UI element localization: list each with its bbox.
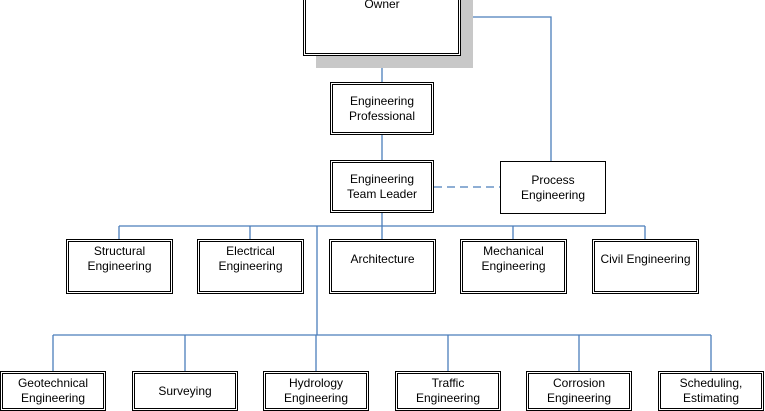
specialty-label: Surveying	[158, 384, 212, 398]
specialty-label: Corrosion Engineering	[546, 376, 612, 405]
engineering-team-leader-label: Engineering Team Leader	[346, 171, 418, 201]
process-engineering-box: Process Engineering	[500, 161, 606, 214]
specialty-label: Hydrology Engineering	[283, 376, 349, 405]
connector-lines	[52, 16, 712, 372]
specialty-scheduling-box: Scheduling, Estimating	[658, 371, 764, 411]
owner-label: Owner	[364, 0, 400, 11]
engineering-professional-box: Engineering Professional	[330, 82, 434, 135]
specialty-surveying-box: Surveying	[132, 371, 238, 411]
department-electrical-box: Electrical Engineering	[197, 239, 304, 294]
owner-box: Owner	[303, 0, 461, 56]
department-label: Structural Engineering	[87, 244, 152, 273]
specialty-label: Traffic Engineering	[415, 376, 481, 405]
connector-owner-process	[461, 16, 552, 162]
specialty-traffic-box: Traffic Engineering	[395, 371, 501, 411]
specialty-label: Scheduling, Estimating	[679, 376, 743, 405]
process-engineering-label: Process Engineering	[520, 172, 586, 202]
specialty-hydrology-box: Hydrology Engineering	[263, 371, 369, 411]
department-label: Architecture	[350, 252, 415, 266]
specialty-geotechnical-box: Geotechnical Engineering	[0, 371, 106, 411]
department-label: Mechanical Engineering	[481, 244, 546, 273]
engineering-professional-label: Engineering Professional	[348, 93, 416, 123]
specialty-label: Geotechnical Engineering	[17, 376, 89, 405]
engineering-team-leader-box: Engineering Team Leader	[330, 160, 434, 213]
department-mechanical-box: Mechanical Engineering	[460, 239, 567, 294]
department-structural-box: Structural Engineering	[66, 239, 173, 294]
specialty-corrosion-box: Corrosion Engineering	[526, 371, 632, 411]
department-architecture-box: Architecture	[329, 239, 436, 294]
department-label: Electrical Engineering	[218, 244, 283, 273]
department-civil-box: Civil Engineering	[592, 239, 699, 294]
department-label: Civil Engineering	[600, 252, 691, 266]
